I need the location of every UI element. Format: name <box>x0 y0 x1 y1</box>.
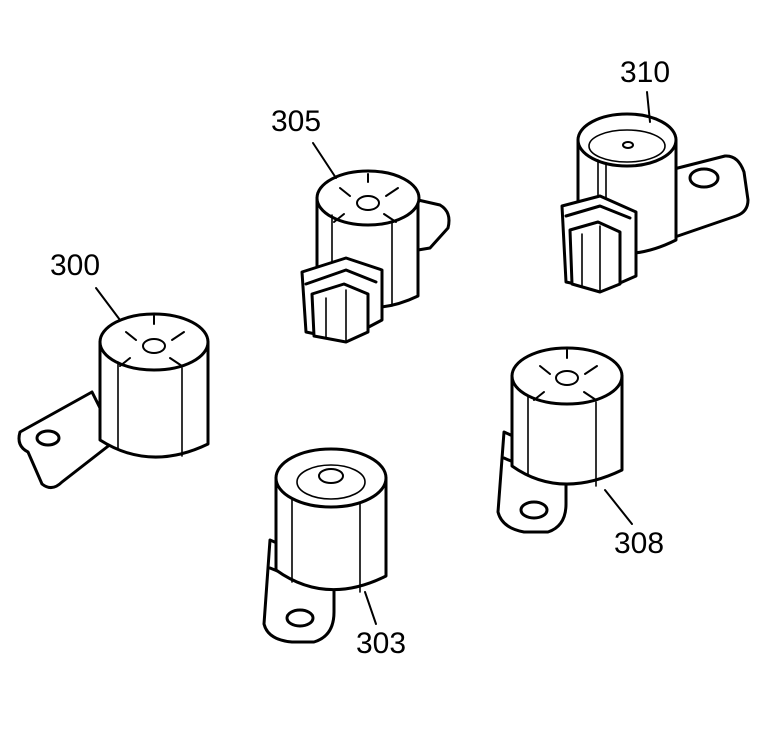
label-310: 310 <box>620 56 670 89</box>
solenoid-308: 308 <box>496 346 664 560</box>
solenoid-303: 303 <box>262 447 406 660</box>
label-305: 305 <box>271 105 321 138</box>
solenoid-305: 305 <box>271 105 451 344</box>
label-303: 303 <box>356 627 406 660</box>
solenoid-300: 300 <box>17 249 210 489</box>
label-308: 308 <box>614 527 664 560</box>
solenoid-310: 310 <box>560 56 750 294</box>
label-300: 300 <box>50 249 100 282</box>
